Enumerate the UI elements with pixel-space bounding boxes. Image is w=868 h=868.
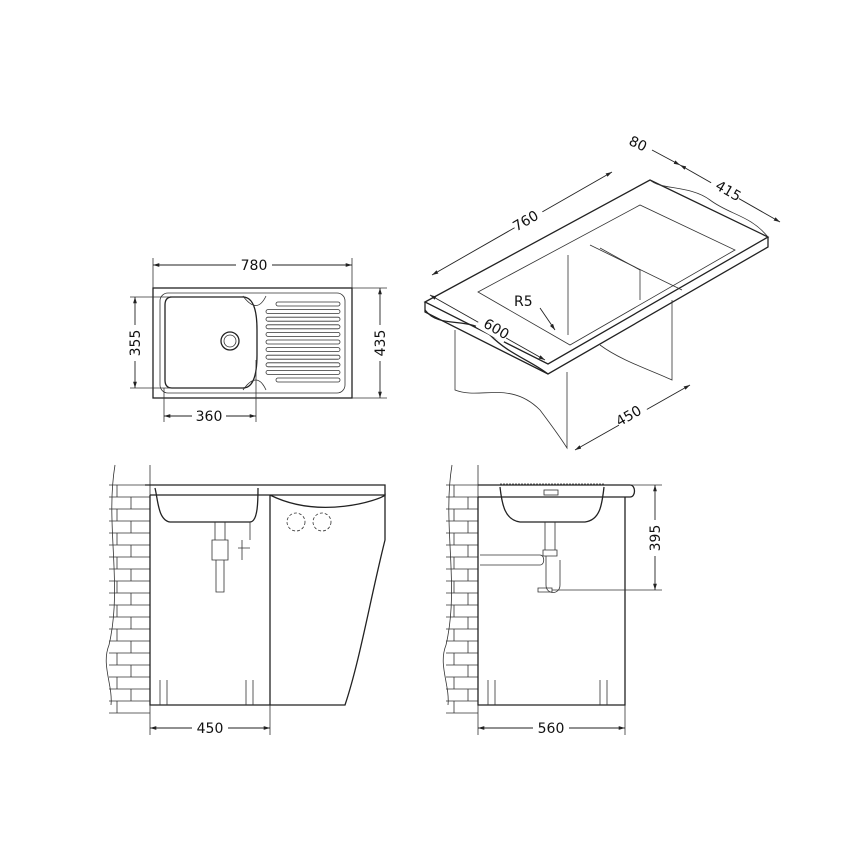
plan-view: 780 435 355 360	[126, 256, 389, 425]
bowl-inner	[567, 247, 641, 335]
drain-pipe	[211, 522, 229, 593]
side-view-right: 395 560	[442, 464, 664, 737]
drainer-rib	[265, 347, 341, 353]
brick-courses	[442, 464, 479, 714]
cabinet-legs	[487, 680, 608, 705]
dim-360: 360	[196, 409, 223, 425]
drain-hole	[220, 331, 240, 351]
cabinet-cutaway	[269, 493, 386, 706]
dim-435: 435	[373, 330, 389, 357]
brick-wall	[105, 464, 151, 714]
drainer-rib	[265, 309, 341, 315]
drainer-rib	[265, 339, 341, 345]
drainer-rib	[265, 369, 341, 375]
dim-355: 355	[128, 330, 144, 357]
iso-view: 760 80 415 R5 600 450	[423, 133, 781, 451]
drainer-rib	[265, 354, 341, 360]
countertop-edge	[424, 237, 769, 375]
radius-r5: R5	[514, 294, 533, 310]
p-trap	[480, 522, 561, 593]
drainer-rib	[265, 362, 341, 368]
drainer-rib	[265, 316, 341, 322]
overflow-slot	[543, 489, 559, 496]
bowl-section	[499, 486, 605, 523]
cabinet-right	[599, 300, 673, 381]
drainer-rib	[275, 301, 341, 307]
dim-780: 780	[241, 258, 268, 274]
countertop	[145, 484, 386, 496]
countertop-sink-top	[423, 179, 770, 365]
drainer-rib	[265, 324, 341, 330]
overflow-lower	[242, 379, 267, 391]
drainer-rib	[275, 377, 341, 383]
dim-600: 600	[480, 316, 511, 343]
dim-80: 80	[626, 133, 649, 155]
brick-wall	[442, 464, 479, 714]
main-bowl	[164, 296, 258, 389]
sink-outline	[152, 287, 353, 399]
tap-hole	[312, 512, 332, 532]
dim-415: 415	[712, 178, 743, 205]
tap-hole	[286, 512, 306, 532]
drainer-rib	[265, 331, 341, 337]
cabinet-left	[454, 330, 568, 450]
cabinet-body	[477, 497, 626, 706]
rim	[159, 292, 346, 394]
cabinet-legs	[159, 680, 254, 705]
dim-395: 395	[648, 525, 664, 552]
overflow-pipe	[238, 522, 251, 560]
trap-base	[537, 587, 553, 593]
brick-courses	[105, 464, 151, 714]
overflow-upper	[242, 295, 267, 306]
dim-560: 560	[538, 721, 565, 737]
dim-450: 450	[197, 721, 224, 737]
side-view-left: 450	[105, 464, 386, 737]
drainer-ribs	[265, 301, 341, 383]
bowl-section	[154, 487, 259, 523]
cabinet-body	[149, 495, 271, 706]
